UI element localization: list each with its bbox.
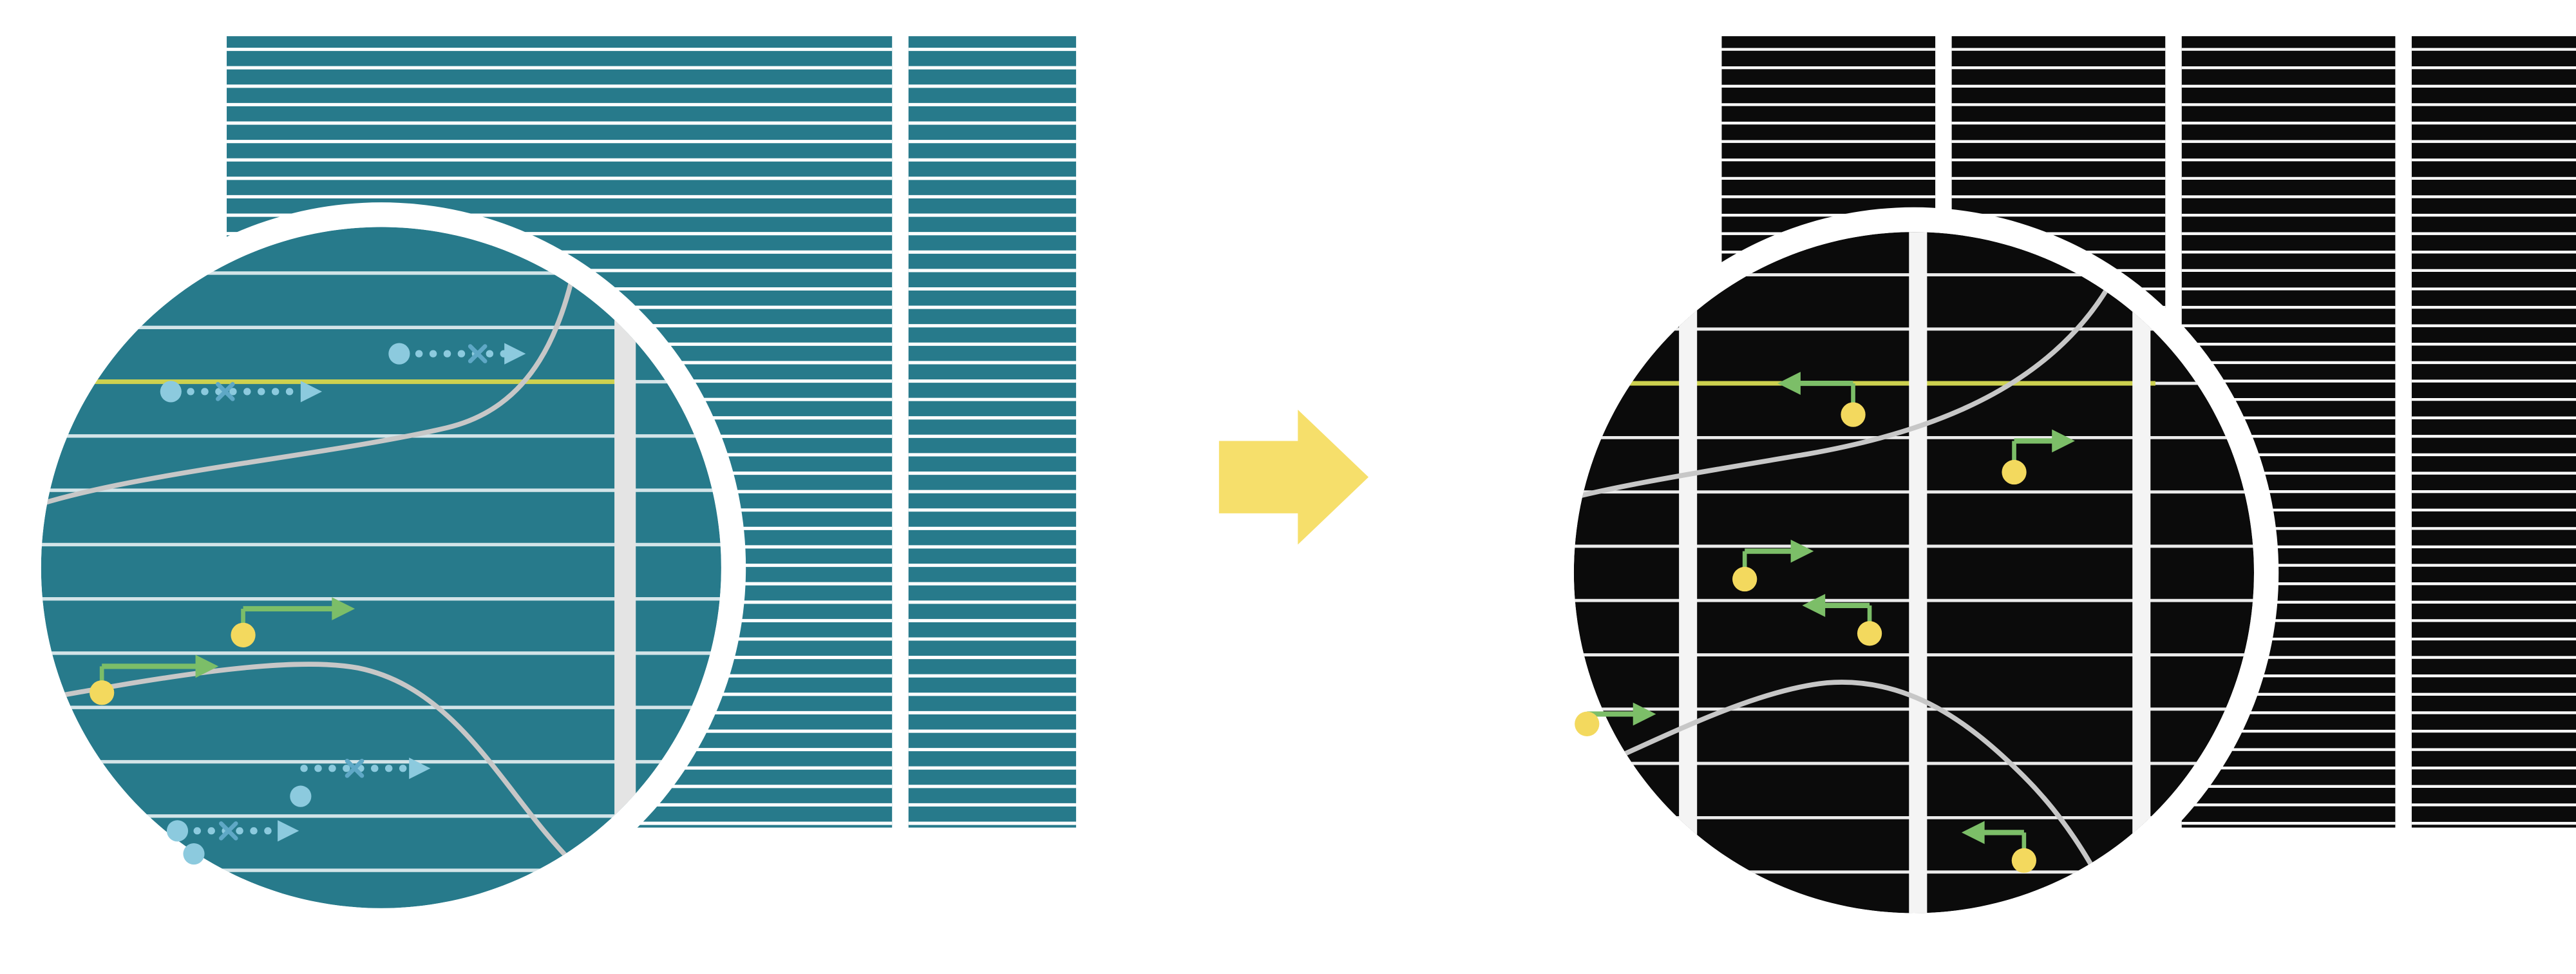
hole-arrowhead [1777, 372, 1801, 395]
hole-dot [1732, 566, 1757, 592]
electron-arrowhead [409, 758, 431, 779]
right-magnifier [1549, 207, 2279, 938]
hole-dot [90, 680, 115, 705]
electron-dot [388, 343, 410, 365]
right-magnifier-magnified-view [1573, 232, 2254, 913]
hole-dot [1841, 402, 1866, 427]
hole-arrowhead [195, 654, 219, 678]
electron-dot [290, 785, 312, 807]
recombination-x-mark [219, 821, 238, 841]
electron-arrowhead [278, 820, 299, 842]
hole-dot [1575, 711, 1600, 736]
hole-arrowhead [1802, 594, 1826, 617]
hole-arrowhead [1961, 821, 1985, 845]
left-magnifier [16, 202, 746, 933]
electron-arrowhead [300, 381, 322, 403]
hole-dot [2011, 848, 2036, 873]
solar-cell-panel [908, 36, 1076, 828]
busbar [1909, 232, 1927, 913]
grain-boundary-line [41, 227, 586, 516]
hole-arrowhead [1633, 702, 1656, 726]
electron-arrowhead [504, 343, 526, 365]
transition-arrow [1218, 409, 1368, 545]
recombination-x-mark [345, 758, 365, 778]
busbar [614, 227, 636, 908]
hole-dot [2002, 459, 2027, 485]
hole-arrowhead [2052, 429, 2075, 453]
hole-dot [231, 622, 256, 648]
right-magnifier-carrier-markers [1575, 372, 2075, 873]
grain-boundary-line [1573, 257, 2125, 506]
busbar [2132, 232, 2151, 913]
hole-arrowhead [1790, 539, 1814, 563]
left-magnifier-magnified-view [41, 227, 721, 908]
recombination-x-mark [468, 344, 488, 363]
busbar [1679, 232, 1698, 913]
electron-dot [166, 820, 189, 842]
electron-dot [160, 381, 182, 403]
grain-boundary-line [1573, 680, 2116, 908]
electron-dot [183, 843, 205, 865]
hole-dot [1857, 621, 1882, 646]
recombination-x-mark [215, 382, 235, 401]
left-magnifier-carrier-markers [90, 343, 526, 865]
left-magnifier-background [41, 227, 721, 908]
hole-arrowhead [332, 597, 355, 620]
solar-cell-panel [2411, 36, 2576, 828]
